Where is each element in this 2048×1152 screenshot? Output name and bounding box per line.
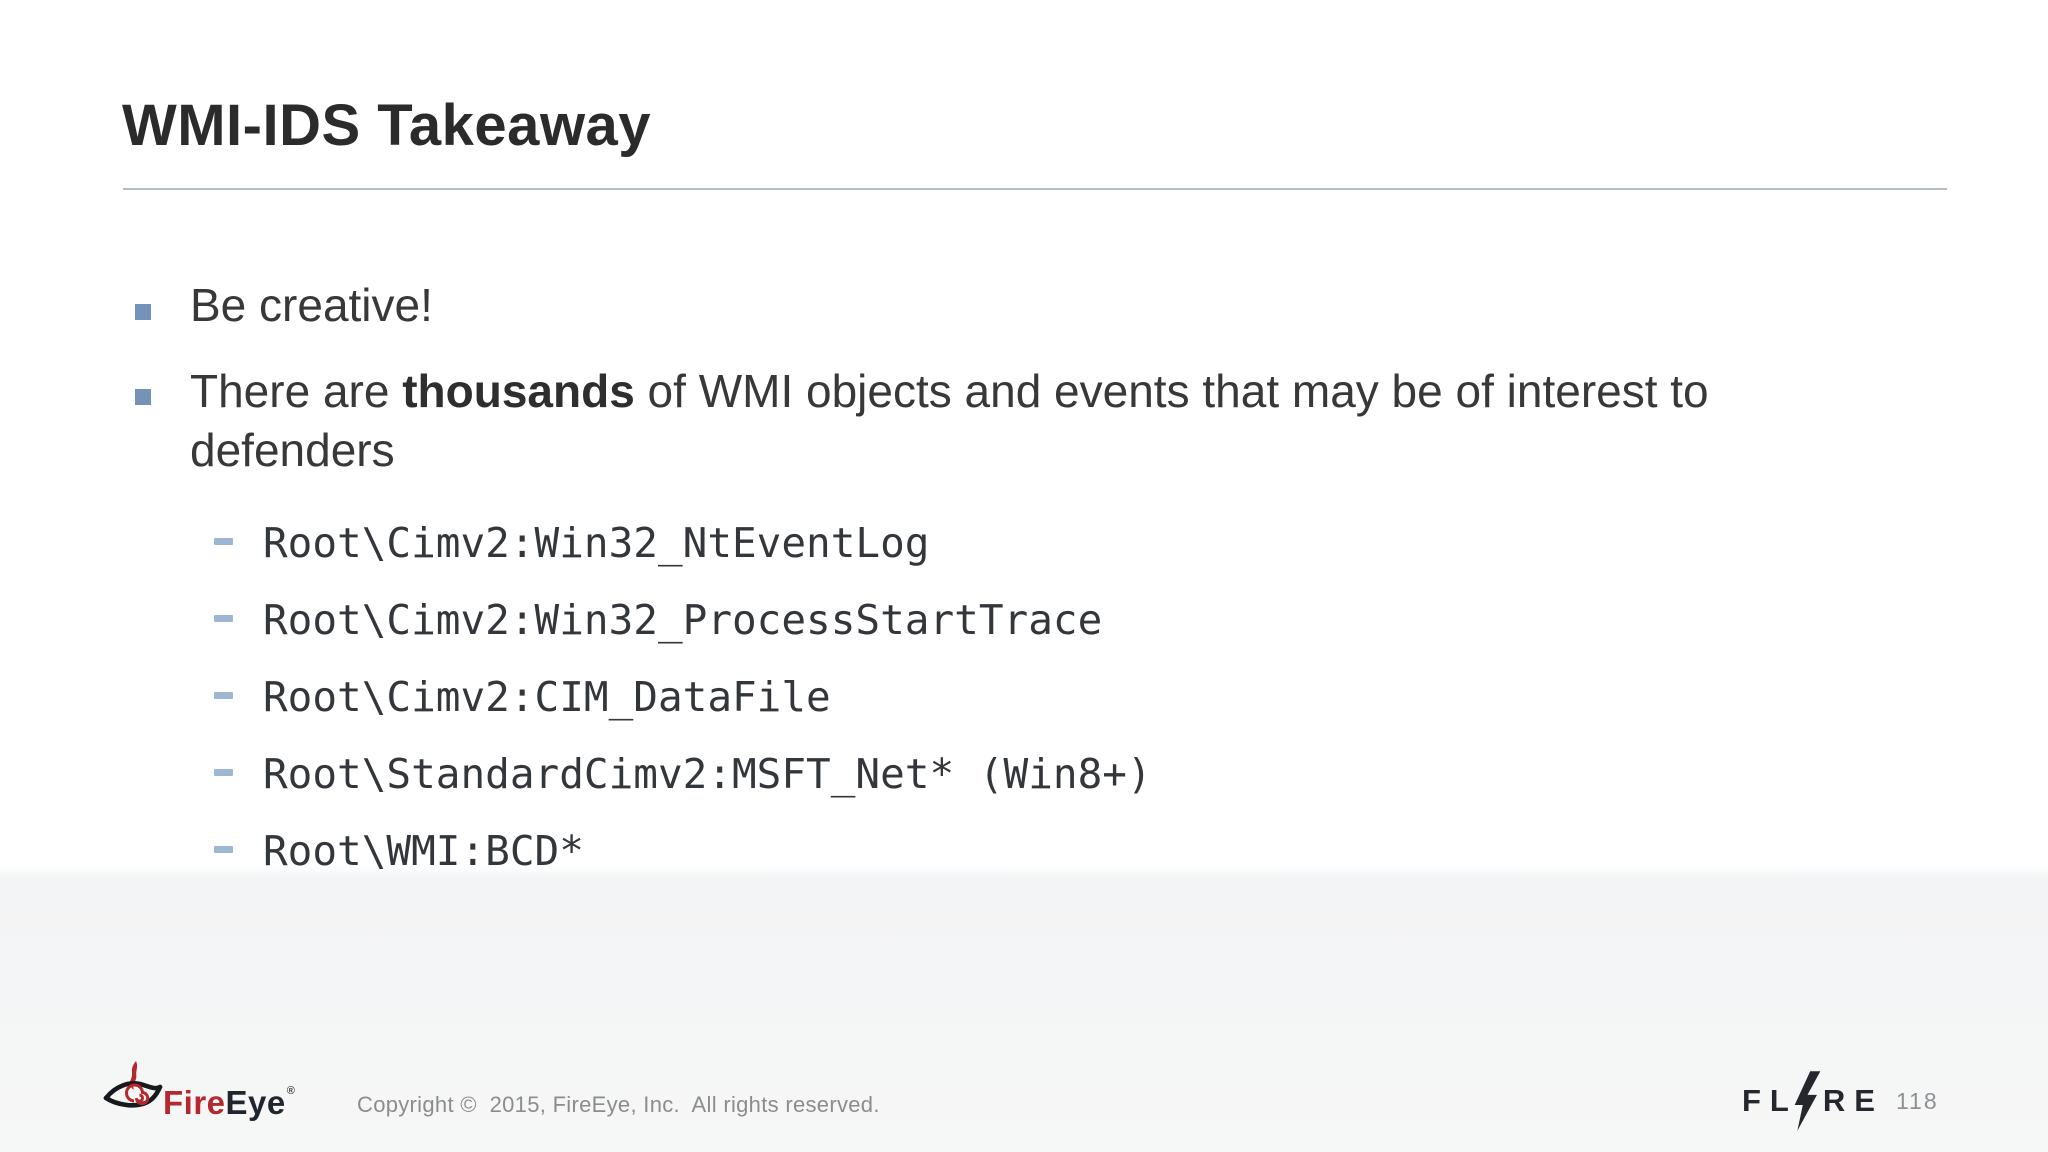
bullet-item-thousands: There are thousands of WMI objects and e… bbox=[190, 362, 1915, 480]
wmi-path-item: Root\WMI:BCD* bbox=[263, 827, 584, 875]
fireeye-wordmark: FireEye® bbox=[163, 1084, 295, 1122]
sub-bullet-row: Root\Cimv2:Win32_ProcessStartTrace bbox=[0, 596, 1400, 646]
sub-bullet-row: Root\Cimv2:CIM_DataFile bbox=[0, 673, 1400, 723]
bullet-text-post: of WMI objects and events that may be of… bbox=[190, 365, 1709, 476]
sub-bullet-row: Root\WMI:BCD* bbox=[0, 827, 1400, 877]
fireeye-wordmark-eye: Eye bbox=[225, 1084, 286, 1121]
wmi-path-item: Root\Cimv2:Win32_NtEventLog bbox=[263, 519, 930, 567]
bullet-text-bold: thousands bbox=[402, 365, 635, 417]
lightning-bolt-icon bbox=[1794, 1071, 1821, 1131]
wmi-path-item: Root\StandardCimv2:MSFT_Net* (Win8+) bbox=[263, 750, 1152, 798]
dash-bullet-icon bbox=[214, 769, 233, 776]
dash-bullet-icon bbox=[214, 846, 233, 853]
bullet-text-pre: There are bbox=[190, 365, 403, 417]
bullet-square-icon bbox=[135, 304, 151, 320]
slide-title: WMI-IDS Takeaway bbox=[122, 93, 652, 158]
flare-logo: FL RE 118 bbox=[1742, 1071, 1939, 1131]
bullet-item-be-creative: Be creative! bbox=[190, 279, 433, 331]
wmi-path-item: Root\Cimv2:Win32_ProcessStartTrace bbox=[263, 596, 1103, 644]
fireeye-wordmark-fire: Fire bbox=[163, 1084, 226, 1121]
sub-bullet-row: Root\Cimv2:Win32_NtEventLog bbox=[0, 519, 1400, 569]
copyright-text: Copyright © 2015, FireEye, Inc. All righ… bbox=[357, 1092, 880, 1117]
sub-bullet-row: Root\StandardCimv2:MSFT_Net* (Win8+) bbox=[0, 750, 1400, 800]
flare-letters-fl: FL bbox=[1742, 1083, 1798, 1118]
wmi-path-item: Root\Cimv2:CIM_DataFile bbox=[263, 673, 831, 721]
dash-bullet-icon bbox=[214, 538, 233, 545]
page-number: 118 bbox=[1895, 1088, 1939, 1114]
fireeye-eye-flame-icon bbox=[103, 1061, 163, 1108]
dash-bullet-icon bbox=[214, 692, 233, 699]
bullet-square-icon bbox=[135, 389, 151, 405]
registered-trademark-icon: ® bbox=[286, 1085, 296, 1097]
flare-letters-re: RE bbox=[1822, 1083, 1884, 1118]
title-divider-rule bbox=[123, 188, 1947, 190]
dash-bullet-icon bbox=[214, 615, 233, 622]
